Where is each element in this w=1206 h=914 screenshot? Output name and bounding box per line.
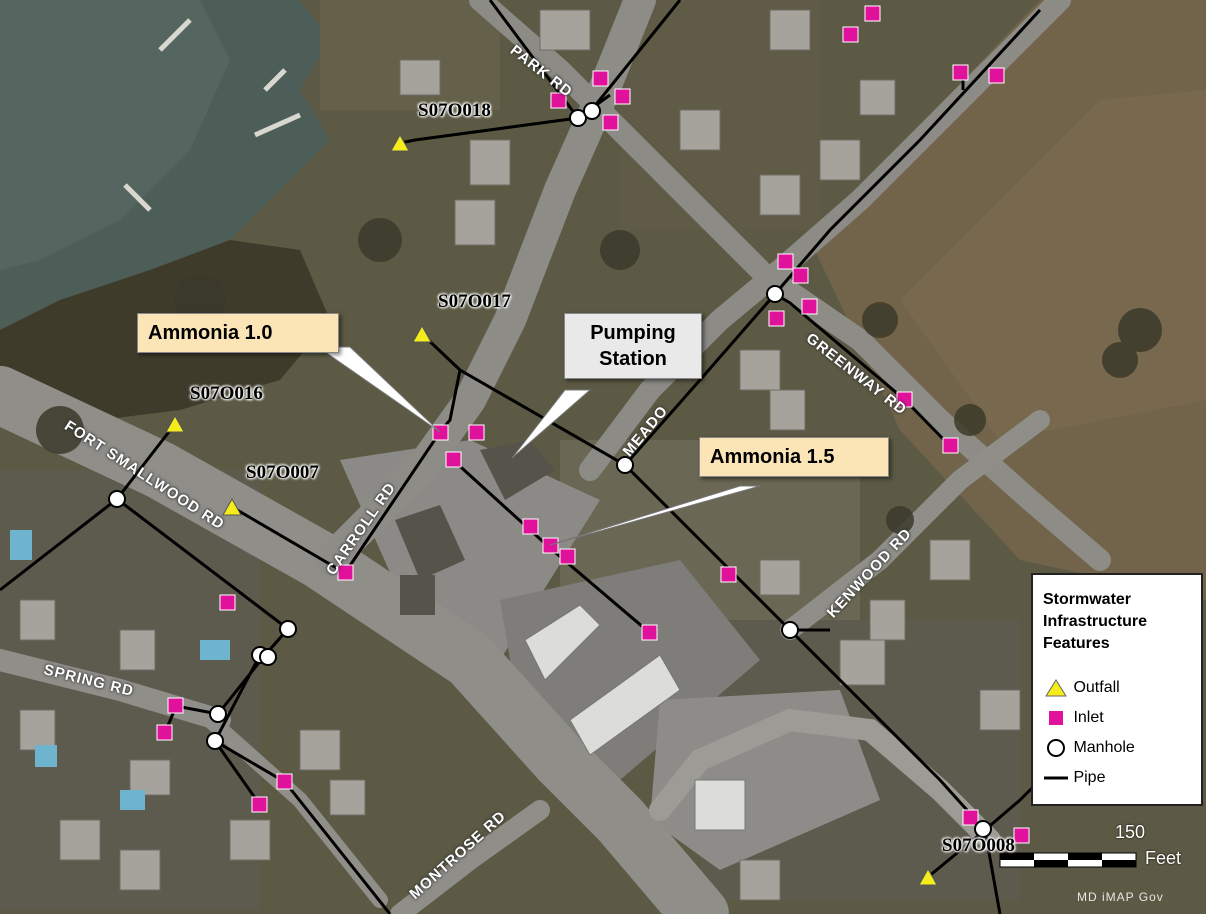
outfall [390,133,410,152]
inlet [251,796,268,813]
site-label-s07o016: S07O016 [190,383,263,404]
callout-pumping-line1: Pumping [590,322,676,344]
inlet [777,253,794,270]
inlet [550,92,567,109]
montrose-road [390,800,550,914]
callout-pointer [549,485,761,546]
inlet [559,548,576,565]
inlet [522,518,539,535]
map-legend: Stormwater Infrastructure Features Outfa… [1031,573,1203,806]
callout-ammonia-1: Ammonia 1.0 [137,313,339,353]
inlet [602,114,619,131]
inlet [542,537,559,554]
inlet [801,298,818,315]
legend-pipe-label: Pipe [1073,769,1106,786]
inlet [337,564,354,581]
callout-pumping-station: Pumping Station [564,313,702,379]
inlet [445,451,462,468]
manhole [279,620,297,638]
site-label-s07o017: S07O017 [438,291,511,312]
manhole [108,490,126,508]
manhole [569,109,587,127]
callout-ammonia-2-text: Ammonia 1.5 [710,446,835,468]
site-label-s07o008: S07O008 [942,835,1015,856]
inlets [156,5,1030,844]
inlet [988,67,1005,84]
scale-bar-graphic [999,852,1137,868]
legend-item-inlet: Inlet [1043,706,1104,730]
meadow-road [579,0,1071,481]
inlet [276,773,293,790]
outfall [222,497,242,516]
callout-ammonia-1-text: Ammonia 1.0 [148,322,273,344]
inlet [167,697,184,714]
outfall [165,414,185,433]
manhole [206,732,224,750]
scale-bar-unit: Feet [1145,848,1182,868]
legend-item-manhole: Manhole [1043,736,1135,760]
legend-item-outfall: Outfall [1043,676,1120,700]
inlet [219,594,236,611]
imagery-credit: MD iMAP Gov [1077,890,1164,904]
inlet [896,391,913,408]
legend-title-line1: Stormwater [1043,591,1132,608]
inlet [864,5,881,22]
legend-outfall-label: Outfall [1073,679,1120,696]
inlet [468,424,485,441]
commercial-building [569,654,681,756]
manhole [781,621,799,639]
manhole [583,102,601,120]
scale-bar-value: 150 [1115,822,1146,842]
callout-pumping-line2: Station [599,348,667,370]
outfall [918,867,938,886]
outfall [412,324,432,343]
greenway-road [769,274,1111,571]
pumping-station-building [480,440,555,500]
callout-pointer [511,389,592,459]
outfalls [165,133,938,886]
scale-bar: 150 Feet [995,820,1205,880]
inlet-symbol-icon [1043,708,1069,728]
callout-ammonia-2: Ammonia 1.5 [699,437,889,477]
manhole-symbol-icon [1043,738,1069,758]
fort-smallwood-road [0,366,729,914]
inlet [768,310,785,327]
building-roof [395,505,465,580]
site-label-s07o018: S07O018 [418,100,491,121]
legend-item-pipe: Pipe [1043,766,1105,790]
manhole [259,648,277,666]
inlet [592,70,609,87]
spring-road [0,649,231,731]
inlet [792,267,809,284]
legend-title-line3: Features [1043,635,1110,652]
inlet [1013,827,1030,844]
kenwood-road [780,410,1050,640]
manhole [766,285,784,303]
legend-inlet-label: Inlet [1073,709,1104,726]
inlet [156,724,173,741]
manhole [616,456,634,474]
inlet [720,566,737,583]
inlet [952,64,969,81]
inlet [614,88,631,105]
manhole [209,705,227,723]
commercial-building [524,604,601,681]
legend-title-line2: Infrastructure [1043,613,1148,630]
inlet [842,26,859,43]
manholes [108,102,992,838]
inlet [641,624,658,641]
legend-title: Stormwater Infrastructure Features [1043,589,1147,655]
outfall-symbol-icon [1043,678,1069,698]
legend-manhole-label: Manhole [1073,739,1135,756]
pipe-symbol-icon [1043,768,1069,788]
manhole [974,820,992,838]
site-label-s07o007: S07O007 [246,462,319,483]
inlet [962,809,979,826]
inlet [942,437,959,454]
